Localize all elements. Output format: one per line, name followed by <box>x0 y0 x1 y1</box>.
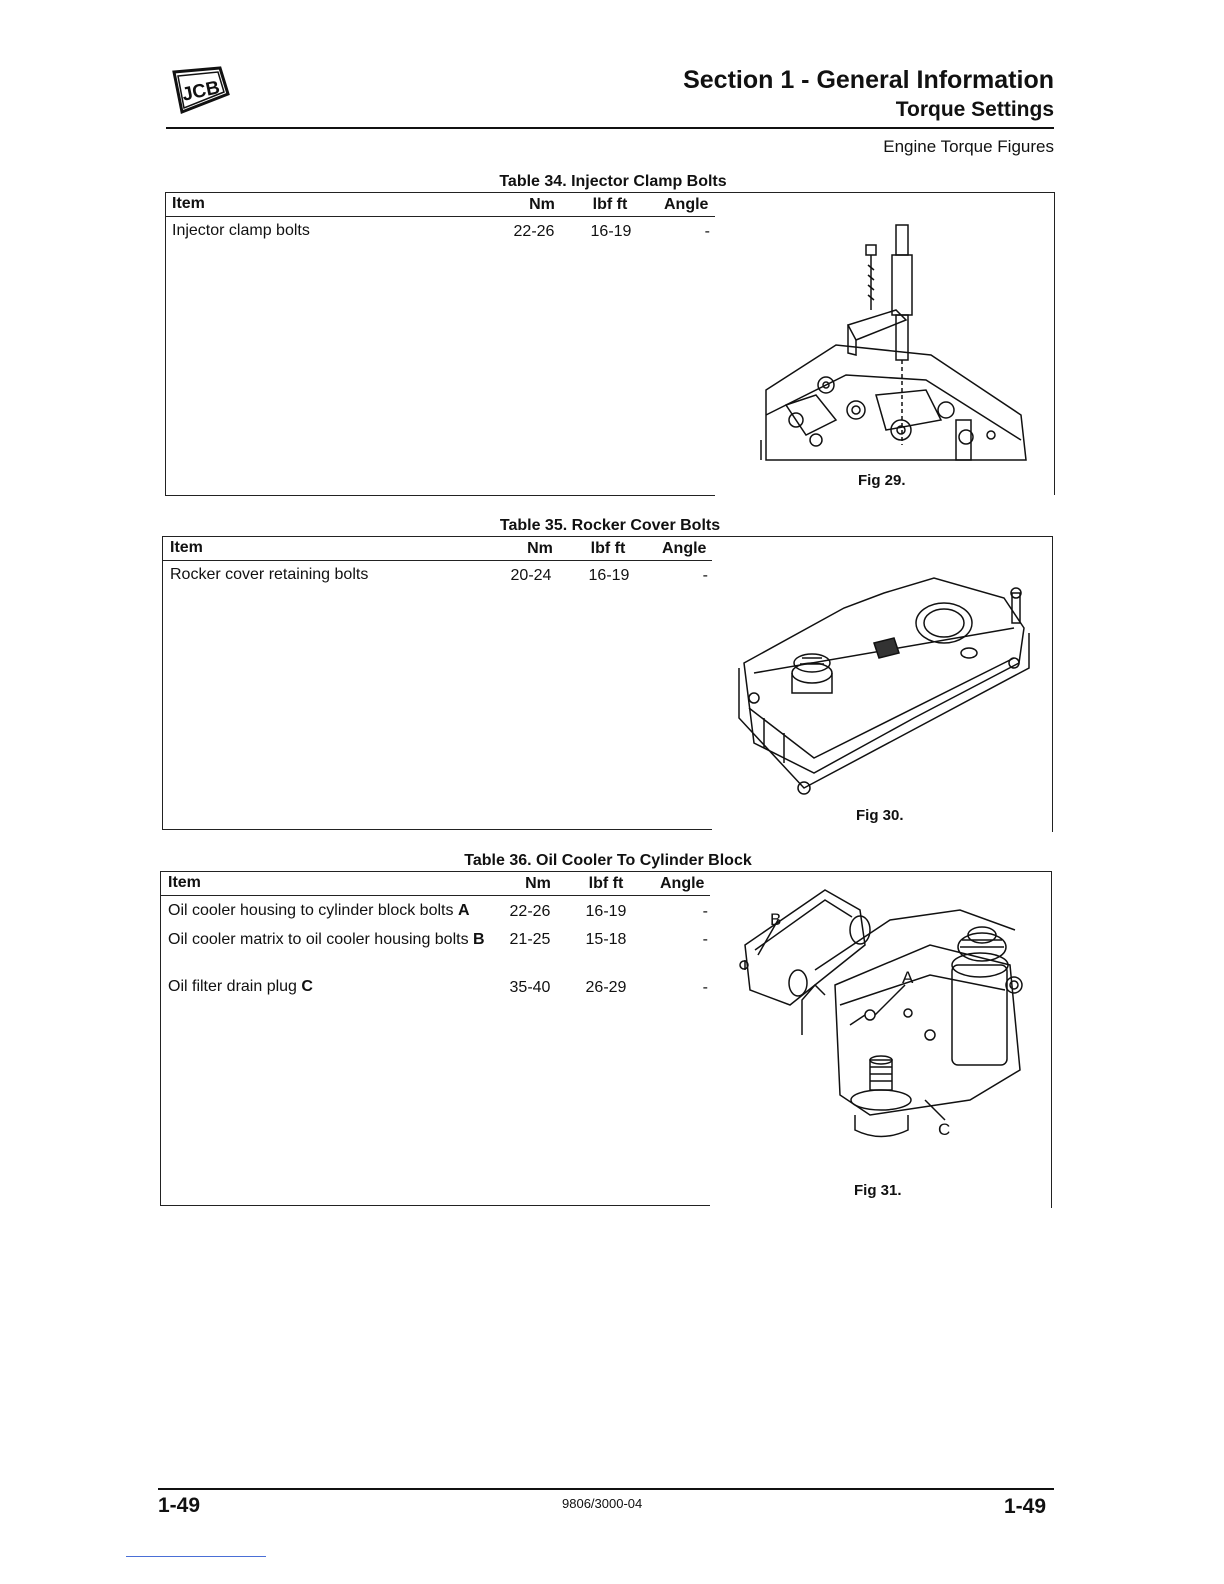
table-36-header-rule <box>160 895 710 896</box>
table-35-header-item: Item <box>170 539 203 556</box>
table-35-row-1-item: Rocker cover retaining bolts <box>170 566 369 583</box>
page-number-right: 1-49 <box>1004 1495 1047 1518</box>
fig-30-caption: Fig 30. <box>856 807 904 824</box>
fig-31-caption: Fig 31. <box>854 1182 902 1199</box>
table-35-right-border <box>1052 536 1053 832</box>
table-35-caption: Table 35. Rocker Cover Bolts <box>499 517 721 534</box>
table-36-row-2-angle: - <box>702 931 708 948</box>
table-34-header-angle: Angle <box>664 196 709 213</box>
fig-31-label-a: A <box>902 968 914 987</box>
document-number: 9806/3000-04 <box>562 1496 643 1511</box>
table-34-header-rule <box>165 216 715 217</box>
table-35-header-nm: Nm <box>527 540 553 557</box>
fig-30-rocker-cover-illustration <box>738 577 1030 795</box>
table-34-header-item: Item <box>172 195 205 212</box>
table-36-row-2-item: Oil cooler matrix to oil cooler housing … <box>168 931 485 948</box>
table-34-row-1-lbfft: 16-19 <box>590 223 632 240</box>
table-36-row-2-lbfft: 15-18 <box>585 931 627 948</box>
page-number-left: 1-49 <box>158 1494 201 1517</box>
fig-31-label-c: C <box>938 1120 950 1139</box>
page-subtitle: Torque Settings <box>895 98 1054 121</box>
table-34-header-nm: Nm <box>529 196 555 213</box>
table-36-top-border <box>160 871 1052 872</box>
svg-text:JCB: JCB <box>180 77 222 105</box>
table-35-row-1-angle: - <box>702 567 708 584</box>
table-36-row-2-nm: 21-25 <box>509 931 551 948</box>
table-35-header-rule <box>162 560 712 561</box>
table-36-header-angle: Angle <box>660 875 705 892</box>
table-36-row-1-lbfft: 16-19 <box>585 903 627 920</box>
fig-31-label-b: B <box>770 910 781 929</box>
bottom-link-underline <box>126 1556 266 1557</box>
table-34-header-lbfft: lbf ft <box>592 196 628 213</box>
table-36-bottom-border <box>160 1205 710 1206</box>
table-36-row-3-item: Oil filter drain plug C <box>168 978 313 995</box>
table-34-left-border <box>165 192 166 495</box>
section-title: Section 1 - General Information <box>683 66 1054 94</box>
header-rule <box>166 127 1054 129</box>
jcb-logo: JCB <box>172 66 230 115</box>
table-35-row-1-nm: 20-24 <box>510 567 552 584</box>
table-36-row-3-lbfft: 26-29 <box>585 979 627 996</box>
table-36-right-border <box>1051 871 1052 1208</box>
table-35-top-border <box>162 536 1053 537</box>
ref-label-b: B <box>473 931 485 948</box>
fig-29-injector-illustration <box>760 224 1027 461</box>
table-35-row-1-lbfft: 16-19 <box>588 567 630 584</box>
table-36-row-1-angle: - <box>702 903 708 920</box>
table-35-header-angle: Angle <box>662 540 707 557</box>
table-36-row-1-item: Oil cooler housing to cylinder block bol… <box>168 902 470 919</box>
table-35-header-lbfft: lbf ft <box>590 540 626 557</box>
table-34-caption: Table 34. Injector Clamp Bolts <box>499 173 727 190</box>
table-34-right-border <box>1054 192 1055 495</box>
fig-29-caption: Fig 29. <box>858 472 906 489</box>
ref-label-c: C <box>301 978 313 995</box>
table-36-caption: Table 36. Oil Cooler To Cylinder Block <box>464 852 752 869</box>
table-36-row-1-nm: 22-26 <box>509 903 551 920</box>
table-34-row-1-item: Injector clamp bolts <box>172 222 310 239</box>
table-36-header-nm: Nm <box>525 875 551 892</box>
table-35-left-border <box>162 536 163 829</box>
table-34-row-1-angle: - <box>704 223 710 240</box>
table-35-bottom-border <box>162 829 712 830</box>
table-34-bottom-border <box>165 495 715 496</box>
table-34-row-1-nm: 22-26 <box>513 223 555 240</box>
subsection-title: Engine Torque Figures <box>883 137 1054 156</box>
table-36-row-3-angle: - <box>702 979 708 996</box>
table-34-top-border <box>165 192 1055 193</box>
table-36-row-3-nm: 35-40 <box>509 979 551 996</box>
fig-31-oil-cooler-illustration: B A C <box>739 889 1023 1139</box>
table-36-header-item: Item <box>168 874 201 891</box>
table-36-left-border <box>160 871 161 1205</box>
table-36-header-lbfft: lbf ft <box>588 875 624 892</box>
ref-label-a: A <box>457 902 470 919</box>
footer-rule <box>158 1488 1054 1490</box>
